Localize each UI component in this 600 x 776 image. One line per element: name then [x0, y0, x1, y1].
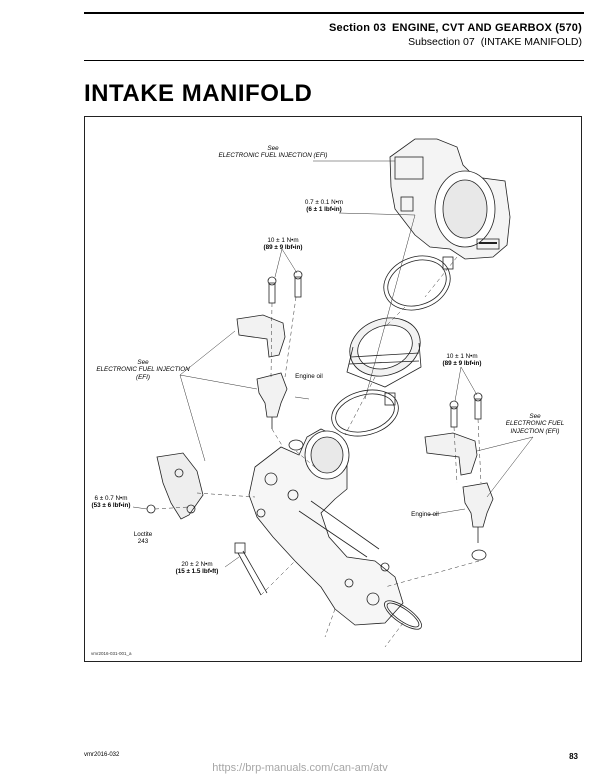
footer-code: vmr2016-032 — [84, 752, 120, 758]
torque-value-imperial: (53 ± 6 lbf•in) — [91, 502, 131, 510]
engine-oil-text: Engine oil — [411, 511, 439, 518]
efi-reference-left-rail: See ELECTRONIC FUEL INJECTION (EFI) — [93, 359, 193, 381]
figure-code: vmr2016-031-001_a — [91, 651, 132, 656]
torque-left-rail-screw: 10 ± 1 N•m (89 ± 9 lbf•in) — [245, 237, 321, 252]
loctite-callout: Loctite 243 — [121, 531, 165, 546]
subsection-title: (INTAKE MANIFOLD) — [480, 36, 582, 48]
torque-value: 6 ± 0.7 N•m — [94, 495, 128, 502]
header-top-rule — [84, 12, 584, 14]
section-title: ENGINE, CVT AND GEARBOX (570) — [392, 22, 582, 34]
loctite-label: Loctite — [133, 531, 153, 538]
torque-value: 0.7 ± 0.1 N•m — [304, 199, 344, 206]
lower-clamp — [331, 389, 399, 437]
manifold-bolt — [234, 542, 268, 596]
intake-adaptor-boot — [346, 317, 422, 388]
torque-value-imperial: (89 ± 9 lbf•in) — [442, 360, 482, 368]
efi-reference-right-rail: See ELECTRONIC FUEL INJECTION (EFI) — [493, 413, 577, 435]
section-label: Section 03 — [328, 22, 387, 34]
left-fuel-rail — [236, 270, 303, 358]
throttle-body — [389, 138, 511, 260]
watermark-link[interactable]: https://brp-manuals.com/can-am/atv — [212, 762, 388, 774]
efi-reference-throttle: See ELECTRONIC FUEL INJECTION (EFI) — [217, 145, 329, 160]
torque-value: 20 ± 2 N•m — [181, 561, 213, 568]
see-label: See — [267, 145, 279, 152]
torque-value: 10 ± 1 N•m — [446, 353, 478, 360]
efi-reference-text: ELECTRONIC FUEL INJECTION (EFI) — [96, 366, 190, 381]
engine-oil-text: Engine oil — [295, 373, 323, 380]
efi-reference-text: ELECTRONIC FUEL INJECTION (EFI) — [505, 420, 565, 435]
loctite-number: 243 — [137, 538, 149, 546]
bracket-screw — [146, 504, 156, 514]
efi-reference-text: ELECTRONIC FUEL INJECTION (EFI) — [218, 152, 328, 160]
page-title: INTAKE MANIFOLD — [84, 80, 313, 107]
section-line: Section 03 ENGINE, CVT AND GEARBOX (570) — [329, 22, 582, 34]
torque-value-imperial: (6 ± 1 lbf•in) — [306, 206, 342, 214]
see-label: See — [529, 413, 541, 420]
torque-value: 10 ± 1 N•m — [267, 237, 299, 244]
upper-clamp — [383, 255, 454, 311]
left-fuel-injector — [256, 372, 304, 451]
header-divider — [84, 60, 584, 61]
sensor-bracket — [156, 452, 204, 520]
torque-manifold-bolt: 20 ± 2 N•m (15 ± 1.5 lbf•ft) — [161, 561, 233, 576]
torque-throttle-screw: 0.7 ± 0.1 N•m (6 ± 1 lbf•in) — [285, 199, 363, 214]
engine-oil-left: Engine oil — [291, 373, 327, 380]
torque-value-imperial: (89 ± 9 lbf•in) — [263, 244, 303, 252]
page-number: 83 — [569, 752, 578, 761]
subsection-line: Subsection 07 (INTAKE MANIFOLD) — [329, 36, 582, 48]
see-label: See — [137, 359, 149, 366]
torque-bracket-screw: 6 ± 0.7 N•m (53 ± 6 lbf•in) — [81, 495, 141, 510]
intake-manifold-body — [248, 428, 404, 626]
engine-oil-right: Engine oil — [407, 511, 443, 518]
torque-right-rail-screw: 10 ± 1 N•m (89 ± 9 lbf•in) — [423, 353, 501, 368]
right-fuel-injector — [462, 482, 494, 561]
exploded-view-figure: See ELECTRONIC FUEL INJECTION (EFI) 0.7 … — [84, 116, 582, 662]
torque-value-imperial: (15 ± 1.5 lbf•ft) — [175, 568, 219, 576]
manifold-gasket — [384, 600, 422, 630]
right-fuel-rail — [424, 392, 483, 476]
subsection-label: Subsection 07 — [408, 36, 475, 48]
exploded-view-drawing — [132, 138, 534, 648]
